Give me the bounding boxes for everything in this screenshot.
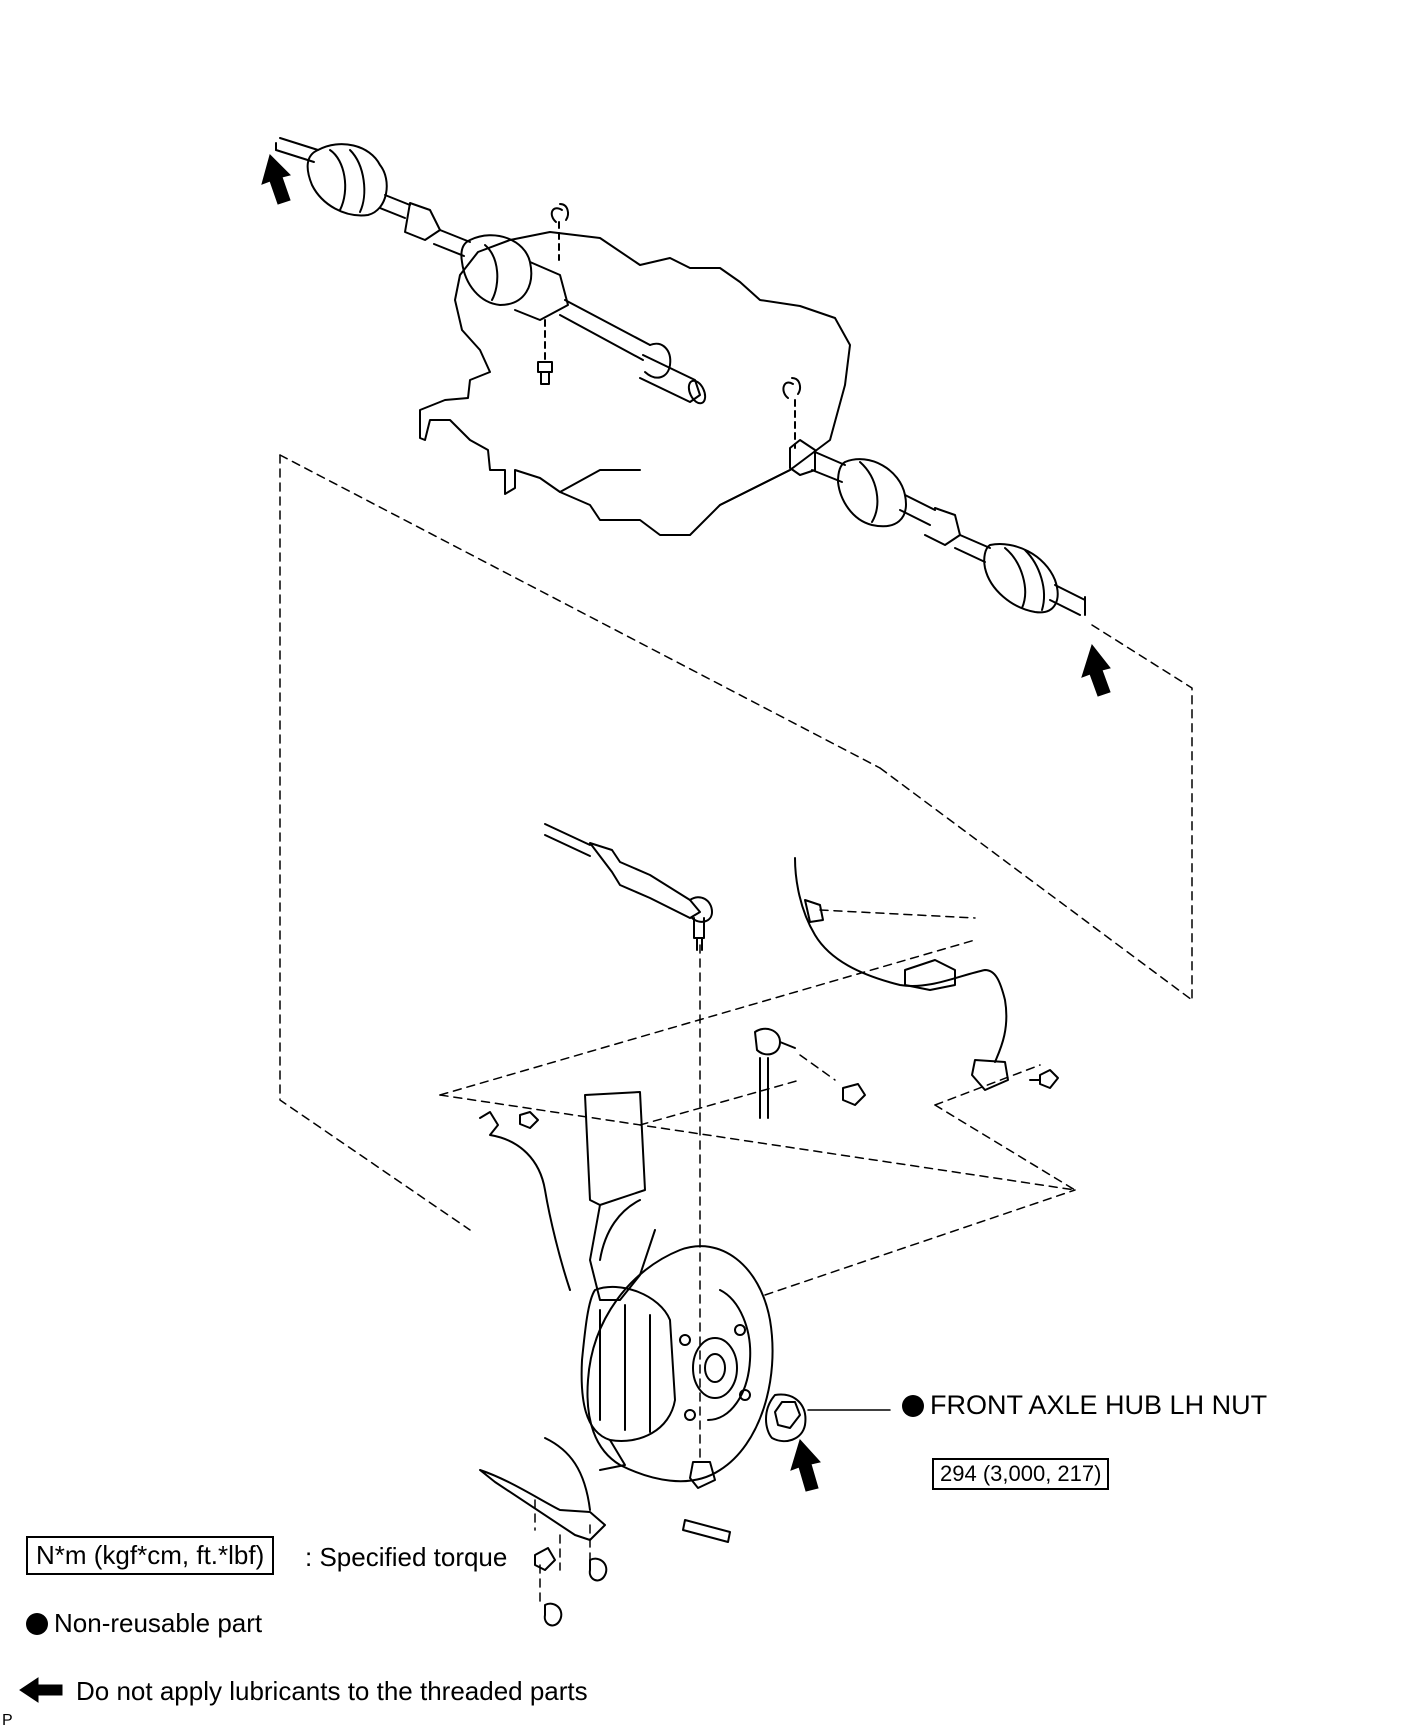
tie-rod-end	[544, 823, 713, 951]
guide-lines	[279, 454, 1193, 1606]
bolt-left	[537, 361, 553, 385]
legend-nonreusable: Non-reusable part	[26, 1608, 262, 1639]
transaxle-housing	[419, 231, 851, 536]
legend-torque-desc: : Specified torque	[305, 1542, 508, 1572]
hub-nut-torque: 294 (3,000, 217)	[932, 1458, 1110, 1490]
legend-lubricant: Do not apply lubricants to the threaded …	[76, 1676, 588, 1706]
castle-nut	[689, 1461, 716, 1489]
nonreusable-dot-icon	[26, 1613, 48, 1635]
link-nut	[842, 1083, 866, 1106]
sensor-bolt	[1029, 1069, 1059, 1089]
arrow-icon	[790, 1439, 821, 1492]
brake-caliper	[580, 1285, 676, 1442]
arm-nut-2	[543, 1602, 563, 1627]
hub-nut-label: FRONT AXLE HUB LH NUT	[930, 1390, 1268, 1420]
nonreusable-dot-icon	[902, 1395, 924, 1417]
hub-nut-callout: FRONT AXLE HUB LH NUT	[902, 1390, 1267, 1421]
lower-arm	[479, 1437, 608, 1627]
harness-bolt	[519, 1111, 539, 1129]
drive-shaft-right	[782, 377, 1086, 616]
brake-disc	[586, 1245, 774, 1483]
front-axle-hub-nut	[765, 1393, 891, 1443]
arm-nut-1	[588, 1557, 608, 1582]
drive-shaft-left	[275, 137, 707, 405]
snap-ring-left	[550, 203, 569, 223]
legend-nonreusable-text: Non-reusable part	[54, 1608, 263, 1638]
speed-sensor-harness	[479, 857, 1059, 1291]
steering-knuckle-brake	[580, 1091, 774, 1483]
arm-bolt	[534, 1547, 556, 1571]
legend-arrow-icon	[19, 1677, 63, 1703]
legend-torque-unit: N*m (kgf*cm, ft.*lbf)	[26, 1536, 275, 1575]
cotter-pin	[682, 1519, 731, 1543]
arrow-icon	[261, 154, 291, 205]
no-lubricant-arrows	[19, 154, 1111, 1703]
corner-mark: P	[2, 1712, 13, 1729]
stabilizer-link	[754, 1027, 866, 1119]
arrow-icon	[1081, 643, 1111, 697]
